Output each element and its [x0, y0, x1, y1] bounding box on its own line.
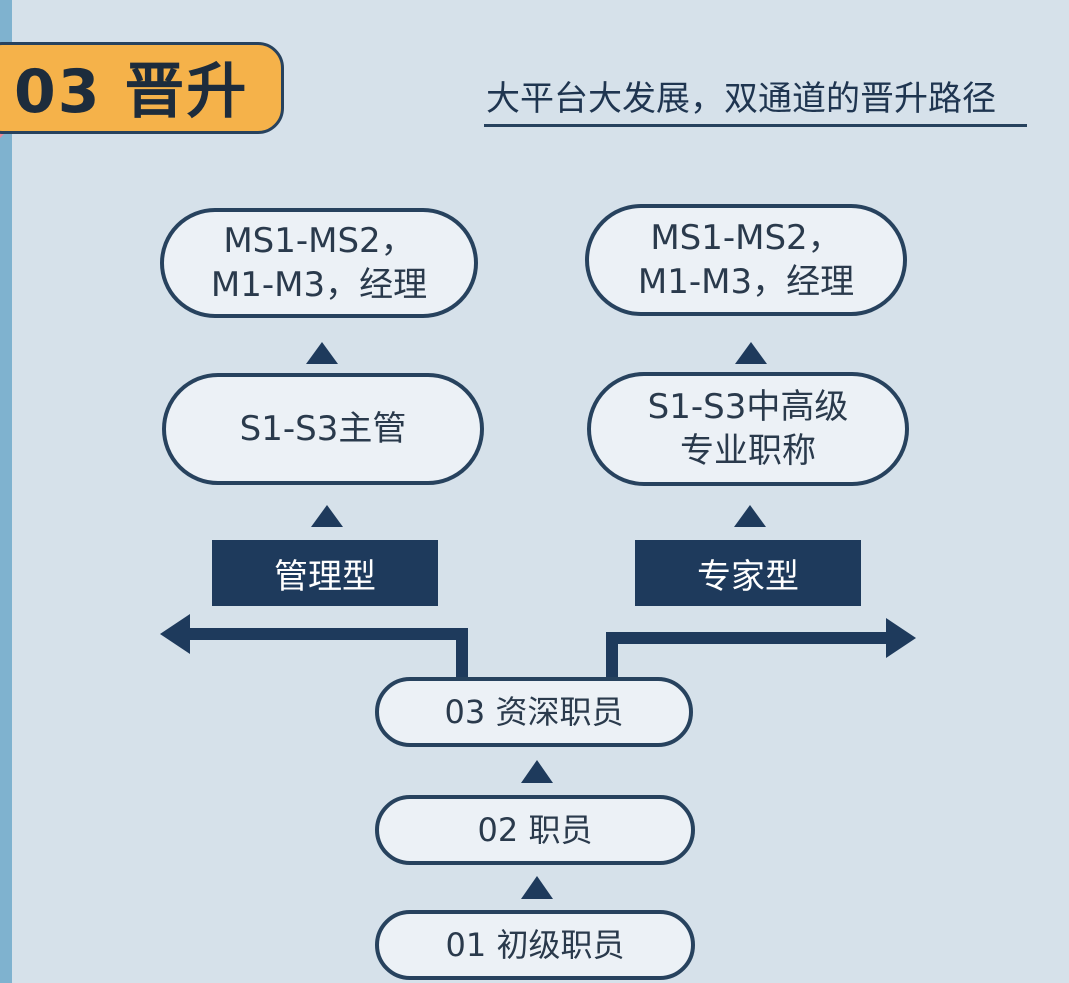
level1-label: 01 初级职员 [445, 926, 625, 964]
left-arrowhead [160, 614, 190, 654]
level2-label: 02 职员 [477, 811, 593, 849]
up-arrow-mgmt-top [306, 342, 338, 364]
up-arrow-expert-top [735, 342, 767, 364]
management-type-box: 管理型 [212, 540, 438, 606]
expert-type-box: 专家型 [635, 540, 861, 606]
subtitle-underline [484, 124, 1027, 127]
expert-top-line2: M1-M3，经理 [637, 262, 855, 302]
section-title: 03 晋升 [14, 57, 249, 127]
up-arrow-expert-mid [734, 505, 766, 527]
up-arrow-base-upper [521, 760, 553, 783]
management-middle-node: S1-S3主管 [162, 373, 484, 485]
up-arrow-base-lower [521, 876, 553, 899]
expert-middle-node: S1-S3中高级 专业职称 [587, 372, 909, 486]
section-badge [0, 42, 284, 134]
expert-top-node: MS1-MS2， M1-M3，经理 [585, 204, 907, 316]
expert-middle-line1: S1-S3中高级 [647, 387, 849, 427]
level3-node: 03 资深职员 [375, 677, 693, 747]
level1-node: 01 初级职员 [375, 910, 695, 980]
left-accent-strip [0, 0, 12, 983]
level3-label: 03 资深职员 [444, 693, 624, 731]
expert-top-line1: MS1-MS2， [650, 218, 842, 258]
management-middle-label: S1-S3主管 [239, 409, 407, 449]
management-top-line1: MS1-MS2， [223, 221, 415, 261]
right-arrowhead [886, 618, 916, 658]
expert-branch-line [606, 632, 888, 680]
up-arrow-mgmt-mid [311, 505, 343, 527]
expert-middle-line2: 专业职称 [680, 431, 816, 471]
management-top-node: MS1-MS2， M1-M3，经理 [160, 208, 478, 318]
level2-node: 02 职员 [375, 795, 695, 865]
section-subtitle: 大平台大发展，双通道的晋升路径 [486, 79, 996, 119]
management-branch-line [186, 628, 468, 680]
management-top-line2: M1-M3，经理 [210, 265, 428, 305]
